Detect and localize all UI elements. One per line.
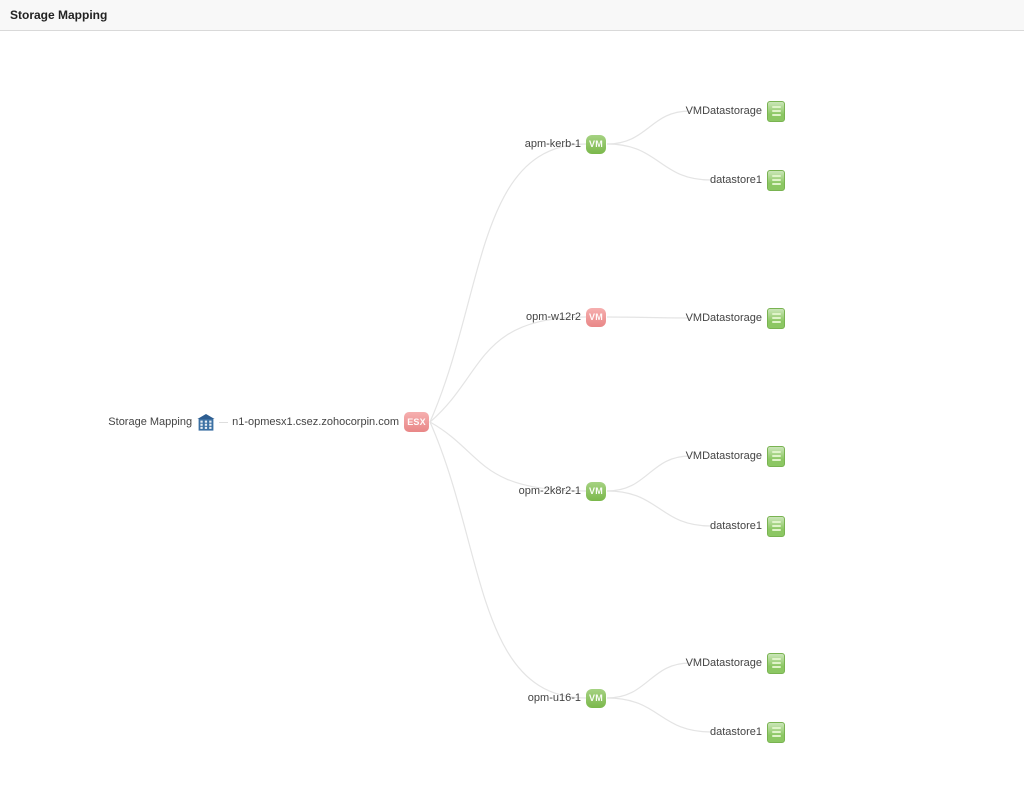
datastore-icon (767, 169, 785, 191)
root-node-row: Storage Mapping n1-opmesx1.csez.zohocorp… (108, 408, 429, 436)
vm-node[interactable]: apm-kerb-1 VM (525, 130, 606, 158)
vm-name: opm-u16-1 (527, 692, 581, 704)
link-vm-datastore (606, 490, 712, 527)
datastore-name: VMDatastorage (685, 312, 762, 324)
datastore-name: VMDatastorage (685, 450, 762, 462)
datastore-node[interactable]: VMDatastorage (686, 97, 785, 125)
vm-node[interactable]: opm-2k8r2-1 VM (519, 477, 606, 505)
datastore-name: datastore1 (710, 520, 762, 532)
esx-badge: ESX (404, 412, 429, 432)
root-label: Storage Mapping (108, 416, 193, 428)
datastore-node[interactable]: VMDatastorage (686, 649, 785, 677)
storage-mapping-canvas: Storage Mapping n1-opmesx1.csez.zohocorp… (0, 31, 1024, 785)
link-vm-datastore (606, 455, 691, 492)
datastore-icon (767, 307, 785, 329)
building-icon (197, 413, 215, 431)
link-vm-datastore (606, 697, 712, 733)
link-vm-datastore (606, 316, 691, 319)
vm-node[interactable]: opm-u16-1 VM (528, 684, 606, 712)
link-vm-datastore (606, 143, 712, 181)
datastore-name: VMDatastorage (685, 657, 762, 669)
vm-name: apm-kerb-1 (524, 138, 581, 150)
vm-status-badge: VM (586, 481, 606, 501)
datastore-node[interactable]: datastore1 (710, 166, 785, 194)
link-esx-vm (429, 143, 587, 423)
link-esx-vm (429, 421, 587, 699)
link-vm-datastore (606, 662, 691, 699)
vm-status-badge: VM (586, 134, 606, 154)
datastore-node[interactable]: datastore1 (710, 512, 785, 540)
esx-host-name: n1-opmesx1.csez.zohocorpin.com (232, 416, 399, 428)
datastore-node[interactable]: VMDatastorage (686, 442, 785, 470)
datastore-icon (767, 721, 785, 743)
datastore-node[interactable]: datastore1 (710, 718, 785, 746)
link-esx-vm (429, 316, 587, 423)
datastore-node[interactable]: VMDatastorage (686, 304, 785, 332)
link-vm-datastore (606, 110, 691, 145)
datastore-icon (767, 100, 785, 122)
datastore-name: datastore1 (710, 726, 762, 738)
page-header: Storage Mapping (0, 0, 1024, 31)
root-node[interactable]: Storage Mapping (108, 413, 217, 431)
root-connector-line (219, 421, 229, 423)
vm-name: opm-2k8r2-1 (518, 485, 581, 497)
page-title: Storage Mapping (10, 8, 108, 22)
datastore-name: datastore1 (710, 174, 762, 186)
vm-status-badge: VM (586, 688, 606, 708)
datastore-icon (767, 445, 785, 467)
datastore-name: VMDatastorage (685, 105, 762, 117)
esx-host-node[interactable]: n1-opmesx1.csez.zohocorpin.com ESX (232, 412, 429, 432)
vm-node[interactable]: opm-w12r2 VM (526, 303, 606, 331)
datastore-icon (767, 515, 785, 537)
datastore-icon (767, 652, 785, 674)
vm-name: opm-w12r2 (525, 311, 581, 323)
vm-status-badge: VM (586, 307, 606, 327)
